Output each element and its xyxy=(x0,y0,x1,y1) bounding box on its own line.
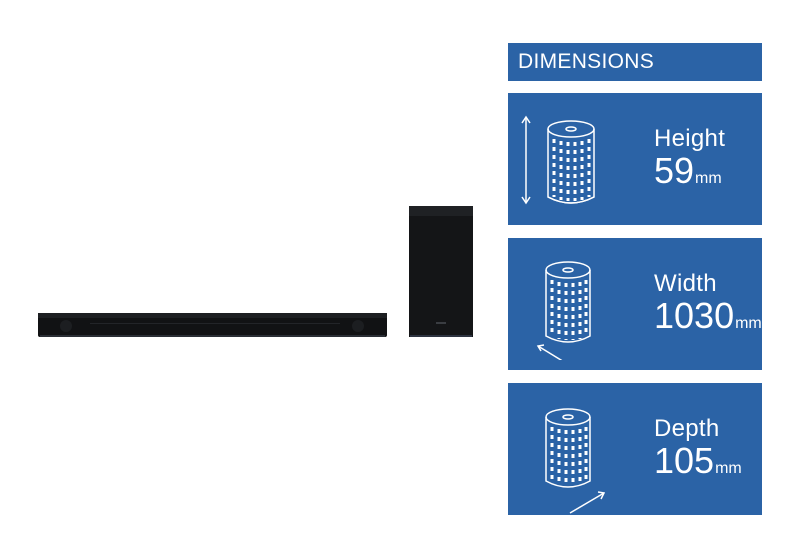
speaker-depth-icon xyxy=(545,408,606,514)
subwoofer-image xyxy=(409,206,473,337)
width-value: 1030mm xyxy=(654,295,762,336)
soundbar-with-subwoofer-image xyxy=(38,206,473,337)
depth-unit: mm xyxy=(715,460,742,477)
speaker-cylinder-icon xyxy=(547,120,595,204)
dimensions-panel: DIMENSIONS xyxy=(508,43,762,515)
depth-arrow-icon xyxy=(569,491,606,514)
speaker-cylinder-icon xyxy=(545,408,591,488)
height-arrow-icon xyxy=(521,115,531,205)
product-image xyxy=(38,206,473,337)
height-card: Height 59mm xyxy=(508,93,762,225)
depth-card: Depth 105mm xyxy=(508,383,762,515)
depth-label: Depth xyxy=(654,415,720,442)
dimensions-title: DIMENSIONS xyxy=(508,43,762,81)
speaker-height-icon xyxy=(521,115,595,205)
soundbar-image xyxy=(38,313,387,337)
speaker-width-icon xyxy=(536,261,591,360)
width-arrow-icon xyxy=(536,344,563,360)
depth-value: 105mm xyxy=(654,440,742,481)
height-unit: mm xyxy=(695,170,722,187)
width-label: Width xyxy=(654,270,717,297)
speaker-cylinder-icon xyxy=(545,261,591,343)
width-unit: mm xyxy=(735,315,762,332)
width-card: Width 1030mm xyxy=(508,238,762,370)
height-value: 59mm xyxy=(654,150,722,191)
height-label: Height xyxy=(654,125,726,152)
